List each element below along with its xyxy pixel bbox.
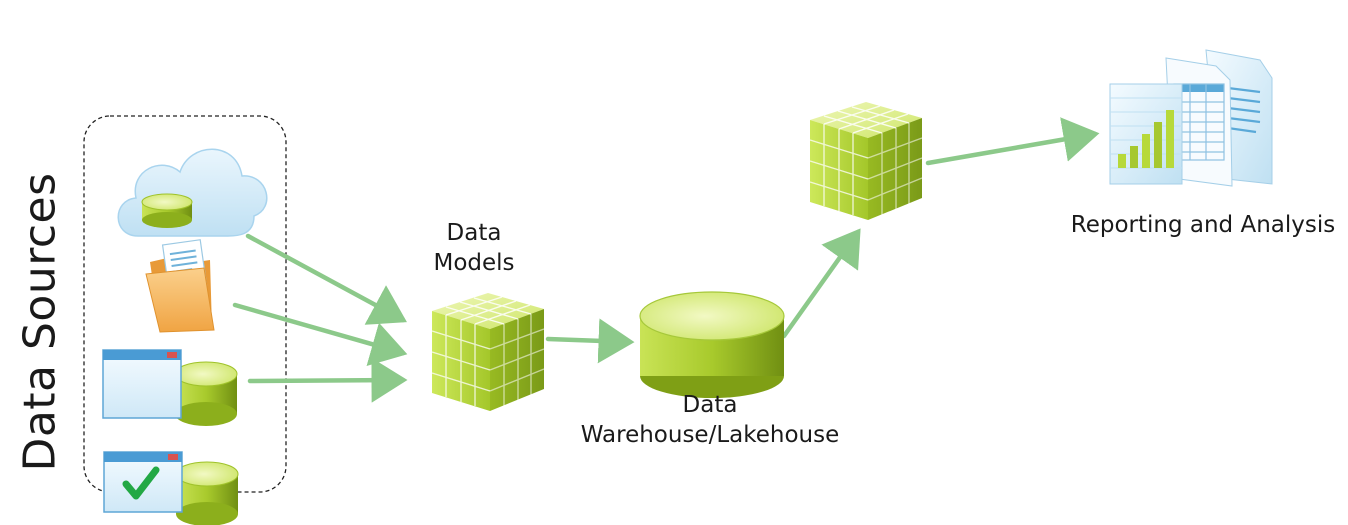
cloud-database-icon (117, 148, 268, 237)
reporting-label: Reporting and Analysis (1070, 212, 1336, 238)
data-models-label-line2: Models (433, 250, 515, 276)
folder-document-icon (145, 239, 215, 333)
arrow-models-to-warehouse (545, 318, 635, 364)
checked-window-database-icon (103, 451, 239, 525)
warehouse-label: Data Warehouse/Lakehouse (560, 390, 860, 450)
report-documents-icon (1109, 49, 1273, 187)
olap-cube-icon (809, 101, 923, 221)
arrow-cloud-to-models (245, 233, 407, 325)
warehouse-label-line2: Warehouse/Lakehouse (580, 422, 840, 448)
arrow-warehouse-to-olap (781, 228, 861, 339)
warehouse-cylinder-icon (639, 291, 785, 398)
data-models-label-line1: Data (446, 220, 502, 246)
warehouse-label-line1: Data (682, 392, 738, 418)
arrow-app-to-models (247, 357, 408, 403)
data-models-cube-icon (431, 292, 545, 412)
flow-arrows (232, 117, 1100, 403)
window-database-icon (102, 349, 238, 427)
arrow-olap-to-reports (925, 117, 1100, 166)
arrow-files-to-models (232, 302, 408, 366)
data-models-label: Data Models (414, 218, 534, 278)
